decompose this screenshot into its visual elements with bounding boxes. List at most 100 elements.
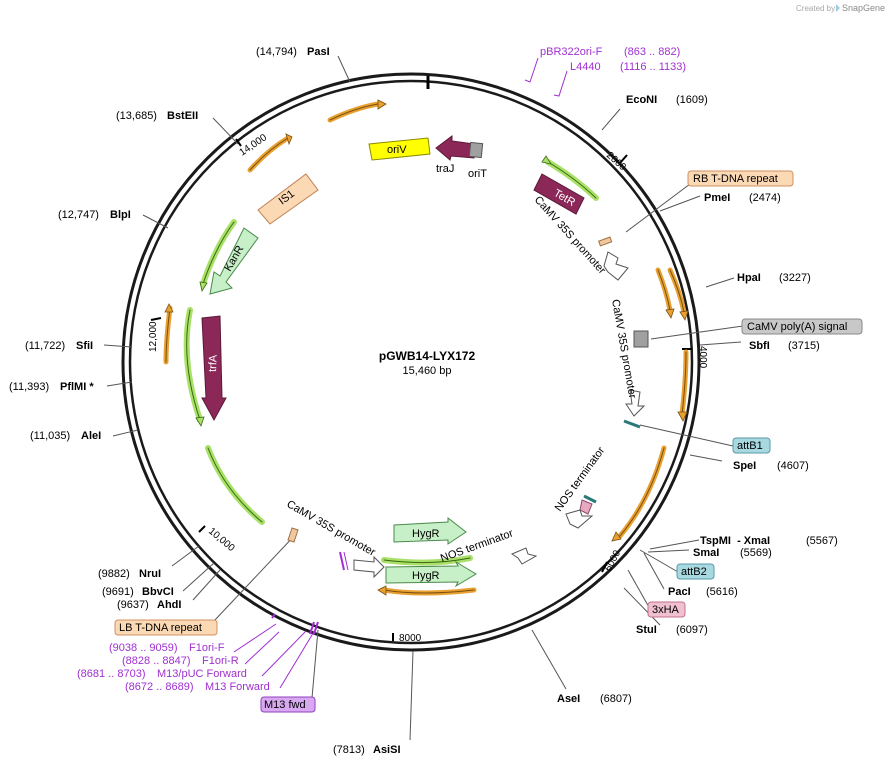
site-name: BbvCI [142, 586, 174, 598]
primer-range: (8672 .. 8689) [125, 681, 194, 693]
restriction-site-pasi[interactable]: (14,794) PasI [256, 46, 330, 58]
primer-range: (1116 .. 1133) [620, 61, 686, 73]
site-pos: (13,685) [116, 110, 157, 122]
primer-l4440[interactable]: L4440 (1116 .. 1133) [570, 61, 686, 73]
site-name: PacI [668, 586, 691, 598]
restriction-site-hpai[interactable]: HpaI (3227) [737, 272, 811, 284]
site-name: AleI [81, 430, 101, 442]
nos-terminator-label-1: NOS terminator [553, 445, 608, 514]
feature-hygr-2[interactable]: HygR [385, 560, 477, 588]
feature-label: oriV [387, 144, 407, 156]
attb2-box[interactable]: attB2 [676, 563, 715, 580]
tick-8000: 8000 [399, 633, 422, 644]
feature-label: trfA [207, 354, 220, 372]
restriction-site-econi[interactable]: EcoNI (1609) [626, 94, 708, 106]
restriction-site-bsteii[interactable]: (13,685) BstEII [116, 110, 198, 122]
restriction-site-paci[interactable]: PacI (5616) [668, 586, 738, 598]
site-name: PmeI [704, 192, 730, 204]
restriction-site-asisi[interactable]: (7813) AsiSI [333, 744, 401, 756]
feature-oriv[interactable]: oriV [368, 137, 431, 161]
site-pos: (1609) [676, 94, 708, 106]
feature-trfa[interactable]: trfA [201, 315, 227, 422]
site-pos: (9637) [117, 599, 149, 611]
box-label: LB T-DNA repeat [119, 622, 202, 634]
site-name: AseI [557, 693, 580, 705]
primer-m13-puc-forward[interactable]: (8681 .. 8703) M13/pUC Forward [77, 668, 247, 680]
box-label: 3xHA [652, 604, 680, 616]
site-name: TspMI - XmaI [700, 535, 770, 547]
site-name: SmaI [693, 547, 719, 559]
feature-tetr[interactable]: TetR [533, 173, 585, 215]
restriction-site-smai[interactable]: SmaI (5569) [693, 547, 772, 559]
camv-35s-promoter-label-3: CaMV 35S promoter [285, 498, 378, 559]
primer-m13-forward[interactable]: (8672 .. 8689) M13 Forward [125, 681, 270, 693]
site-pos: (9882) [98, 568, 130, 580]
primer-name: F1ori-R [202, 655, 239, 667]
created-by-text: Created by [796, 4, 835, 13]
orange-arrowheads [164, 99, 689, 596]
restriction-site-stui[interactable]: StuI (6097) [636, 624, 708, 636]
tick-4000: 4000 [697, 346, 708, 369]
feature-is1[interactable]: IS1 [257, 173, 319, 225]
primer-leaders [233, 57, 568, 689]
site-leaders [103, 55, 742, 741]
restriction-site-blpi[interactable]: (12,747) BlpI [58, 209, 131, 221]
site-pos: (5616) [706, 586, 738, 598]
site-pos: (14,794) [256, 46, 297, 58]
site-pos: (5567) [806, 535, 838, 547]
restriction-site-asei[interactable]: AseI (6807) [557, 693, 632, 705]
green-feature-arcs [183, 159, 599, 566]
restriction-site-nrui[interactable]: (9882) NruI [98, 568, 161, 580]
box-label: attB1 [737, 440, 763, 452]
callout-leaders [213, 183, 744, 699]
restriction-site-sfii[interactable]: (11,722) SfiI [25, 340, 93, 352]
site-name: SfiI [76, 340, 93, 352]
site-pos: (3715) [788, 340, 820, 352]
site-name: NruI [139, 568, 161, 580]
backbone-inner [128, 79, 694, 645]
restriction-site-tspmi-xmai[interactable]: TspMI - XmaI (5567) [700, 535, 838, 547]
restriction-site-spei[interactable]: SpeI (4607) [733, 460, 809, 472]
camv-polya-signal-box[interactable]: CaMV poly(A) signal [741, 318, 863, 335]
site-name: BlpI [110, 209, 131, 221]
site-name: SpeI [733, 460, 756, 472]
m13-fwd-box[interactable]: M13 fwd [260, 696, 316, 713]
site-pos: (3227) [779, 272, 811, 284]
restriction-site-sbfi[interactable]: SbfI (3715) [749, 340, 820, 352]
primer-range: (863 .. 882) [624, 46, 680, 58]
site-pos: (2474) [749, 192, 781, 204]
feature-label: HygR [412, 528, 440, 540]
snapgene-logo [836, 4, 840, 12]
plasmid-name: pGWB14-LYX172 [379, 349, 476, 363]
lb-tdna-repeat-box[interactable]: LB T-DNA repeat [114, 619, 218, 636]
primer-range: (8681 .. 8703) [77, 668, 146, 680]
site-name: SbfI [749, 340, 770, 352]
primer-range: (8828 .. 8847) [122, 655, 191, 667]
restriction-site-alei[interactable]: (11,035) AleI [30, 430, 101, 442]
site-pos: (12,747) [58, 209, 99, 221]
restriction-site-ahdi[interactable]: (9637) AhdI [117, 599, 181, 611]
primer-f1ori-r[interactable]: (8828 .. 8847) F1ori-R [122, 655, 239, 667]
site-pos: (4607) [777, 460, 809, 472]
restriction-site-pflmi[interactable]: (11,393) PflMI * [9, 381, 94, 393]
feature-kanr[interactable]: KanR [209, 227, 259, 295]
tick-12000: 12,000 [148, 321, 159, 352]
plasmid-length: 15,460 bp [403, 365, 452, 377]
primer-name: M13/pUC Forward [157, 668, 247, 680]
restriction-site-bbvci[interactable]: (9691) BbvCI [102, 586, 174, 598]
feature-traj[interactable]: traJ oriT [435, 135, 487, 180]
green-arrowheads [195, 155, 552, 427]
site-pos: (11,722) [25, 340, 65, 352]
restriction-site-pmei[interactable]: PmeI (2474) [704, 192, 781, 204]
attb1-box[interactable]: attB1 [732, 437, 771, 454]
3xha-box[interactable]: 3xHA [647, 601, 686, 618]
site-name: AhdI [157, 599, 181, 611]
feature-hygr-1[interactable]: HygR [393, 516, 467, 545]
primer-name: F1ori-F [189, 642, 225, 654]
rb-tdna-repeat-box[interactable]: RB T-DNA repeat [687, 170, 794, 187]
primer-pbr322ori-f[interactable]: pBR322ori-F (863 .. 882) [540, 46, 680, 58]
site-pos: (6807) [600, 693, 632, 705]
primer-f1ori-f[interactable]: (9038 .. 9059) F1ori-F [109, 642, 225, 654]
camv-35s-promoter-label-2: CaMV 35S promoter [609, 298, 638, 399]
